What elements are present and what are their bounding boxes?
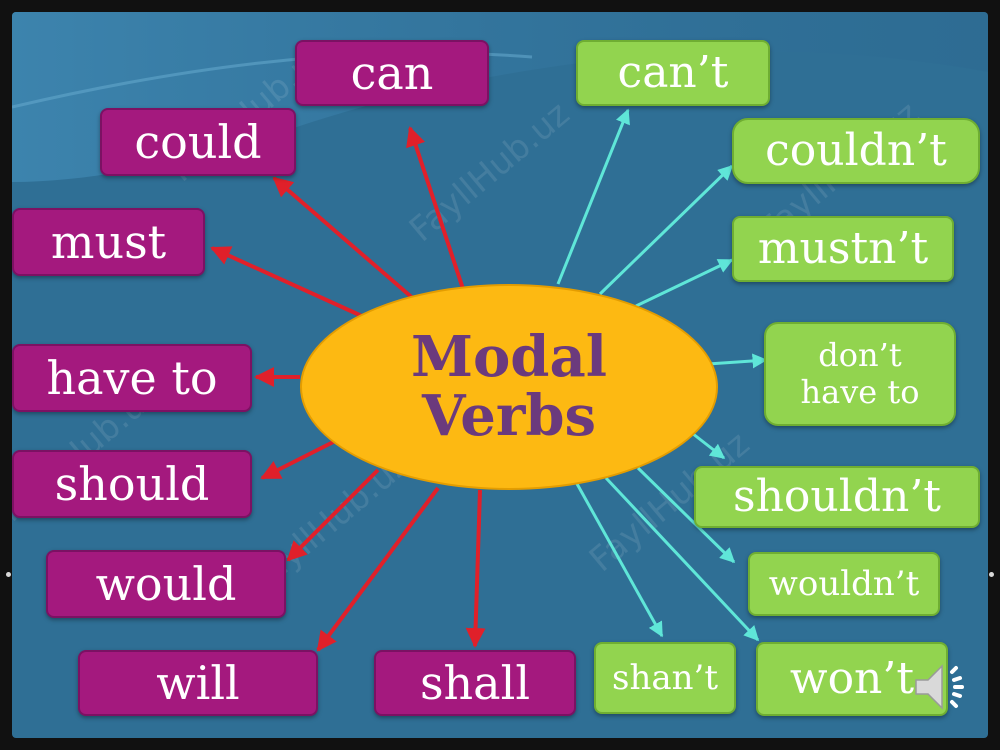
verb-label: will [156, 656, 240, 710]
verb-label: can [350, 46, 434, 100]
center-title-line1: Modal [410, 324, 608, 391]
arrow-to-couldnt [598, 164, 734, 296]
arrow-to-mustnt [635, 258, 734, 308]
verb-label-line1: don’t [818, 336, 902, 375]
verb-box-shant: shan’t [594, 642, 736, 714]
verb-label: won’t [789, 653, 915, 704]
arrow-to-can [406, 126, 468, 299]
verb-label: shan’t [612, 658, 718, 698]
verb-label-line2: have to [800, 373, 920, 411]
arrow-to-wouldnt [636, 466, 736, 564]
prev-slide-dot[interactable] [6, 572, 11, 577]
verb-box-shall: shall [374, 650, 576, 716]
verb-box-would: would [46, 550, 286, 618]
verb-label: should [54, 457, 210, 511]
verb-box-have-to: have to [12, 344, 252, 412]
arrow-to-must [210, 246, 365, 319]
next-slide-dot[interactable] [989, 572, 994, 577]
speaker-icon[interactable] [908, 654, 974, 720]
verb-label: wouldn’t [768, 564, 920, 604]
verb-box-mustnt: mustn’t [732, 216, 954, 282]
verb-label: mustn’t [757, 223, 929, 274]
arrow-to-shant [574, 481, 664, 638]
verb-box-cant: can’t [576, 40, 770, 106]
verb-box-should: should [12, 450, 252, 518]
verb-label: would [95, 557, 237, 611]
verb-label: must [50, 215, 167, 269]
verb-box-could: could [100, 108, 296, 176]
arrow-to-would [286, 468, 380, 562]
verb-box-wont: won’t [756, 642, 948, 716]
verb-box-will: will [78, 650, 318, 716]
verb-box-dont-have-to: don’t have to [764, 322, 956, 426]
verb-label: couldn’t [765, 125, 947, 176]
arrow-to-cant [556, 108, 630, 285]
arrow-to-shall [465, 489, 486, 648]
verb-box-can: can [295, 40, 489, 106]
verb-label: could [134, 115, 262, 169]
slide: FayllHub.uz FayllHub.uz FayllHub.uz Fayl… [12, 12, 988, 738]
verb-label: can’t [617, 47, 729, 98]
verb-box-wouldnt: wouldn’t [748, 552, 940, 616]
verb-label: have to [46, 351, 218, 405]
verb-box-shouldnt: shouldn’t [694, 466, 980, 528]
arrow-to-dont-have-to [707, 353, 768, 369]
arrow-to-wont [604, 476, 760, 642]
verb-label: shall [419, 656, 531, 710]
verb-label: shouldn’t [733, 471, 941, 522]
center-title-line2: Verbs [421, 383, 597, 449]
center-ellipse: Modal Verbs [300, 284, 718, 490]
arrow-to-will [316, 486, 440, 652]
verb-box-must: must [12, 208, 205, 276]
verb-box-couldnt: couldn’t [732, 118, 980, 184]
